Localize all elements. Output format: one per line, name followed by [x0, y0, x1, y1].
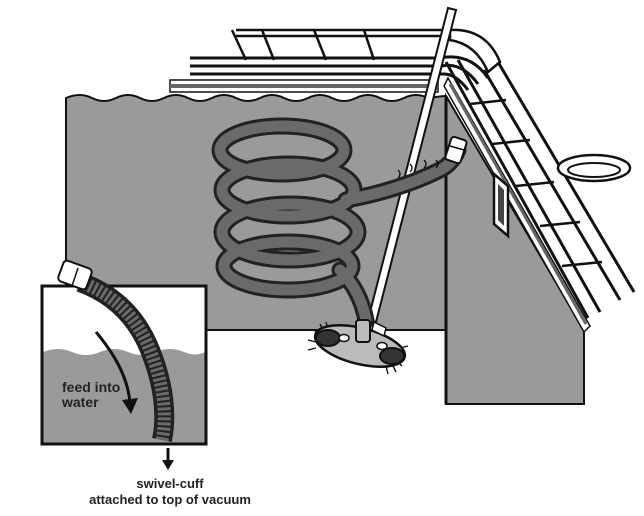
liner-bead-top [169, 79, 439, 93]
caption-line2: attached to top of vacuum [89, 492, 251, 507]
top-rail-corner [448, 28, 502, 75]
swivel-cuff-caption: swivel-cuff attached to top of vacuum [60, 476, 280, 508]
inset-hose-cuff [57, 259, 93, 291]
side-rail-slats [469, 98, 603, 268]
pool-vacuum-head-icon [307, 319, 409, 375]
feed-label-line1: feed into [62, 379, 121, 395]
hose-cuff-top [444, 135, 468, 165]
skimmer-opening-icon [492, 171, 510, 239]
arrow-down-icon [162, 448, 174, 470]
top-rail-slats [230, 28, 450, 61]
feed-into-water-label: feed into water [62, 380, 142, 410]
feed-arrow-icon [94, 331, 138, 414]
bubbles [397, 159, 439, 179]
liner-bead-side [443, 76, 591, 334]
feed-label-line2: water [62, 394, 99, 410]
return-jet-icon [556, 153, 632, 183]
inset-hose [76, 272, 175, 442]
caption-line1: swivel-cuff [136, 476, 204, 491]
telescopic-pole-icon [366, 6, 458, 324]
